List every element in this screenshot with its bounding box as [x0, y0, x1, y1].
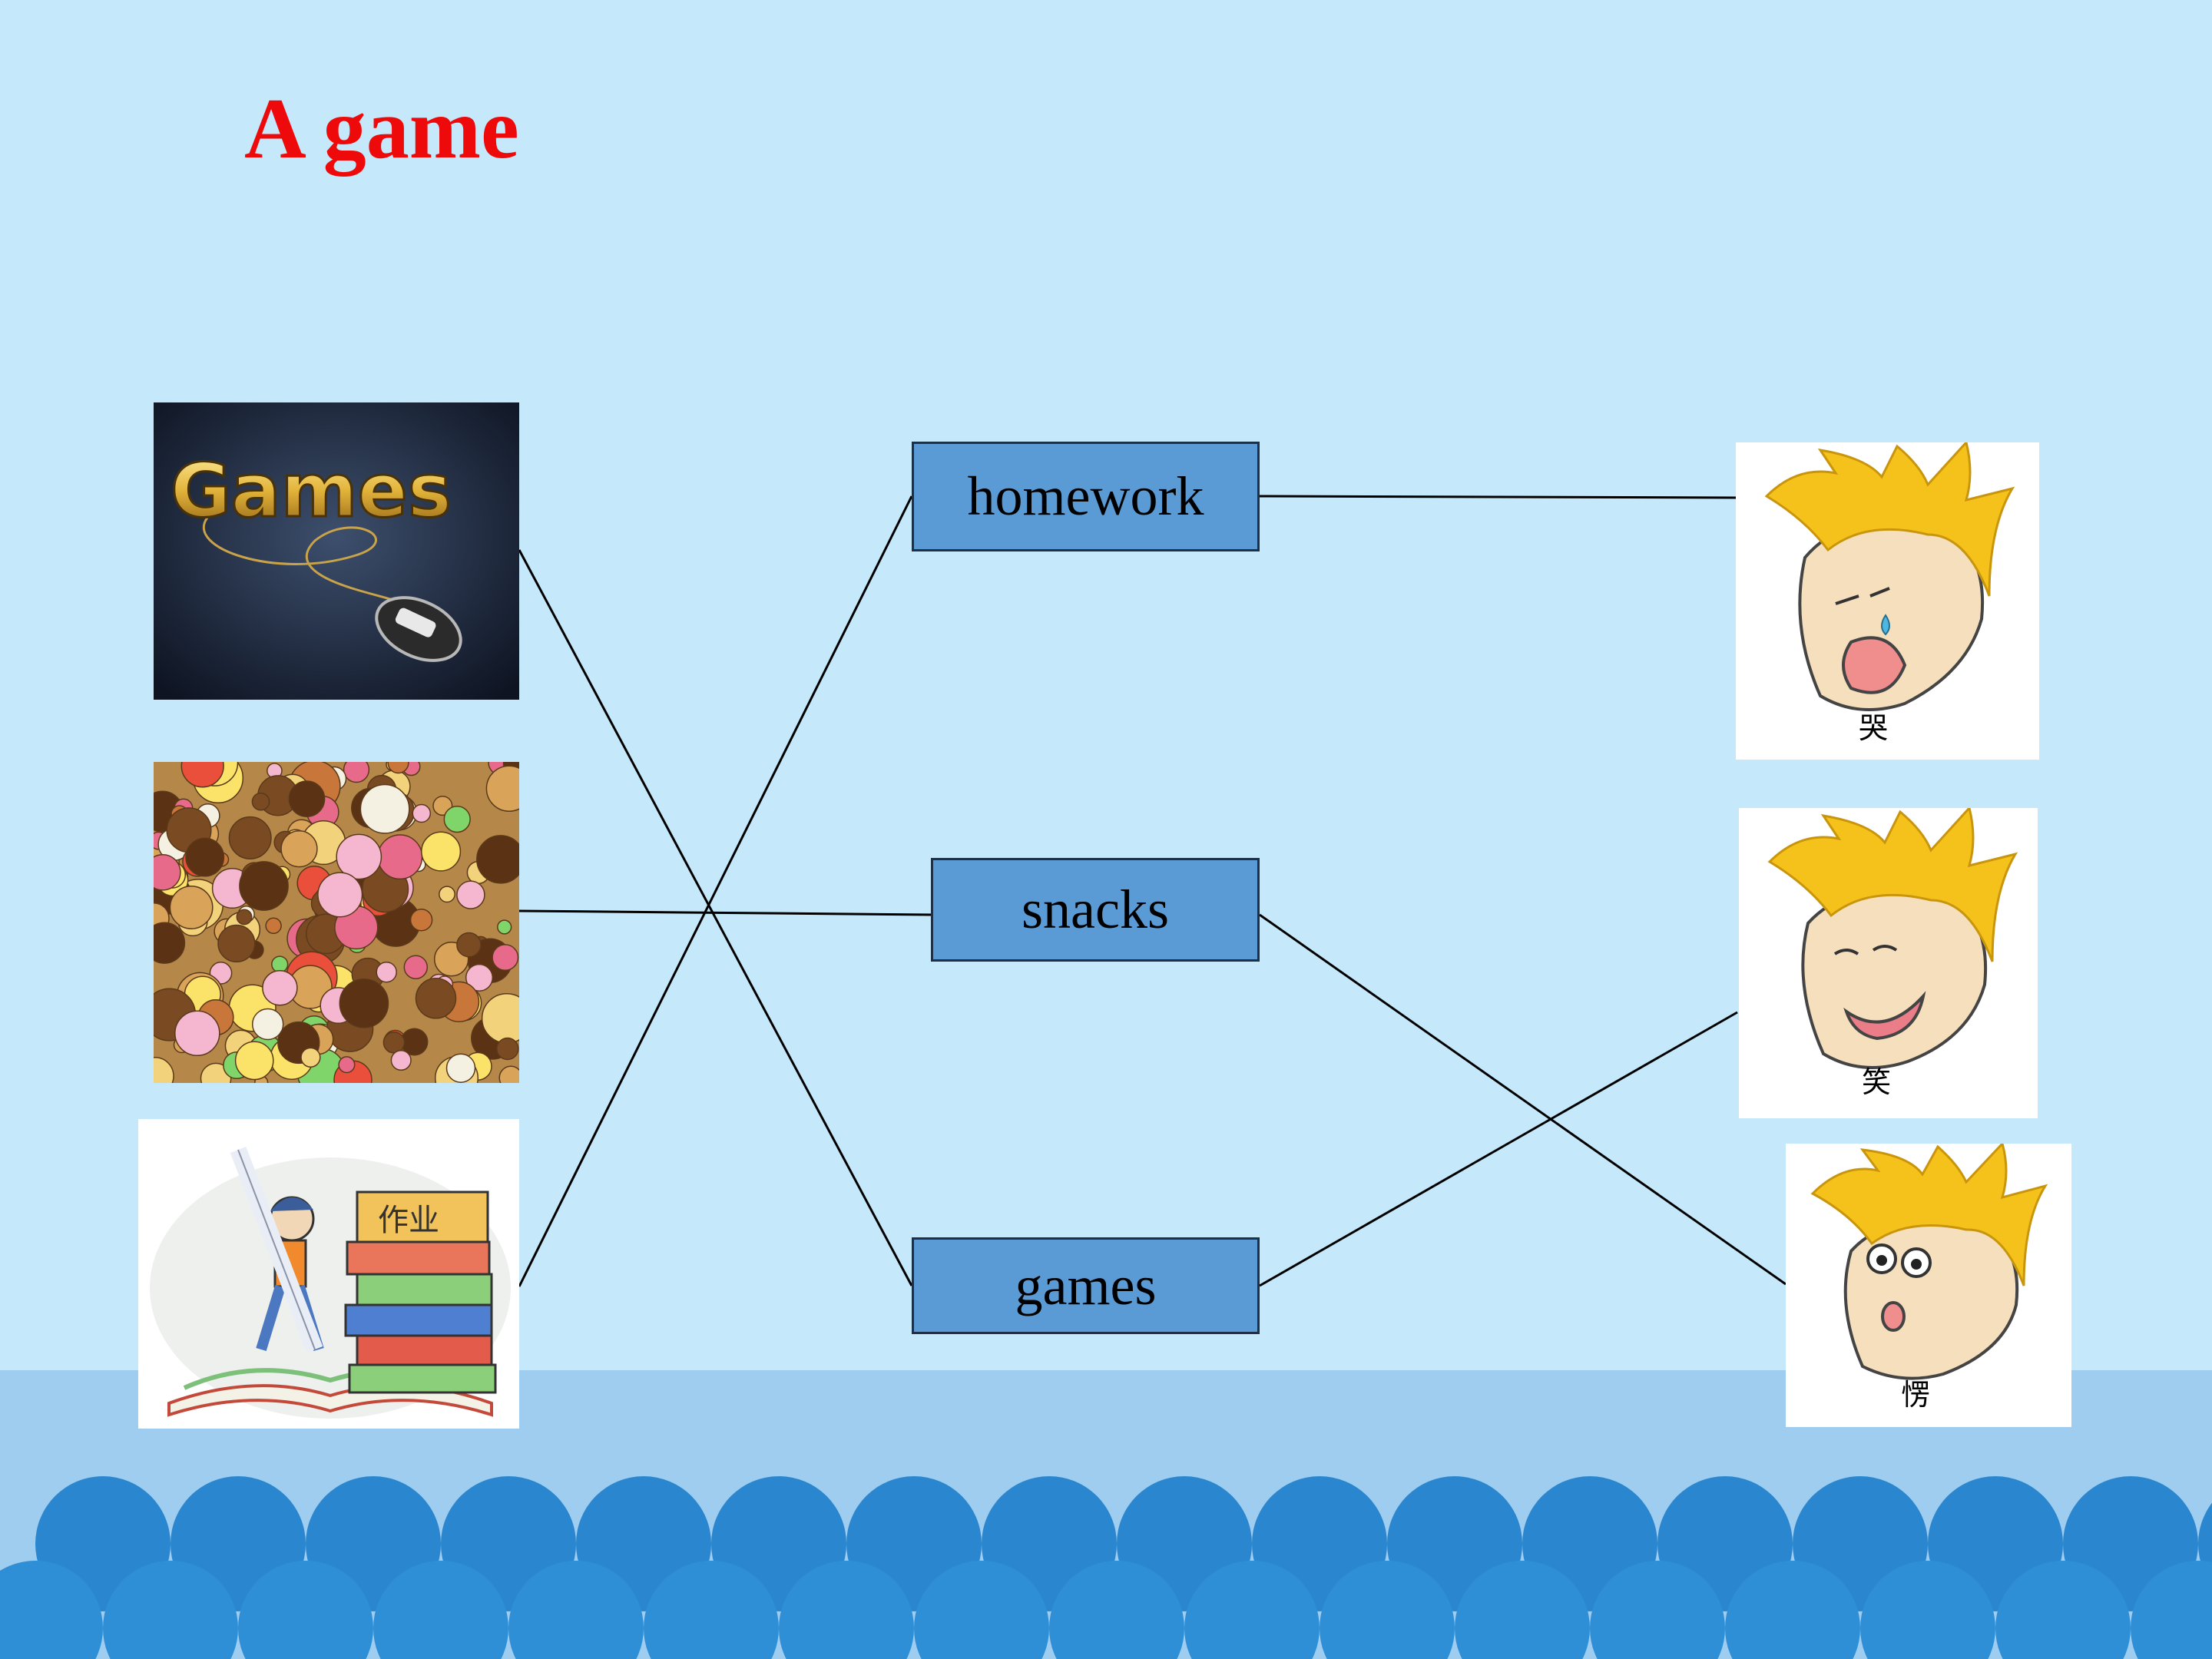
stunned-face-label: 愣 [1901, 1378, 1930, 1412]
games-picture: Games [154, 402, 519, 700]
homework-book-text: 作业 [378, 1203, 439, 1238]
word-box-homework[interactable]: homework [912, 442, 1260, 551]
line-homework-pic-to-homework [519, 496, 912, 1286]
line-games-to-smile-face [1260, 1012, 1737, 1286]
word-box-snacks[interactable]: snacks [931, 858, 1260, 962]
line-snacks-to-stunned-face [1260, 915, 1786, 1284]
line-games-pic-to-games [519, 550, 912, 1286]
cry-face-label: 哭 [1859, 711, 1888, 745]
smile-face-label: 笑 [1862, 1065, 1891, 1099]
line-homework-to-cry-face [1260, 496, 1736, 498]
cry-face-picture: 哭 [1736, 442, 2039, 760]
homework-picture: 作业 [138, 1119, 519, 1429]
line-snacks-pic-to-snacks [519, 911, 931, 915]
stunned-face-picture: 愣 [1786, 1144, 2071, 1427]
smile-face-picture: 笑 [1739, 808, 2038, 1118]
games-logo-text: Games [171, 448, 452, 534]
snacks-picture [154, 762, 519, 1083]
word-box-games[interactable]: games [912, 1237, 1260, 1334]
